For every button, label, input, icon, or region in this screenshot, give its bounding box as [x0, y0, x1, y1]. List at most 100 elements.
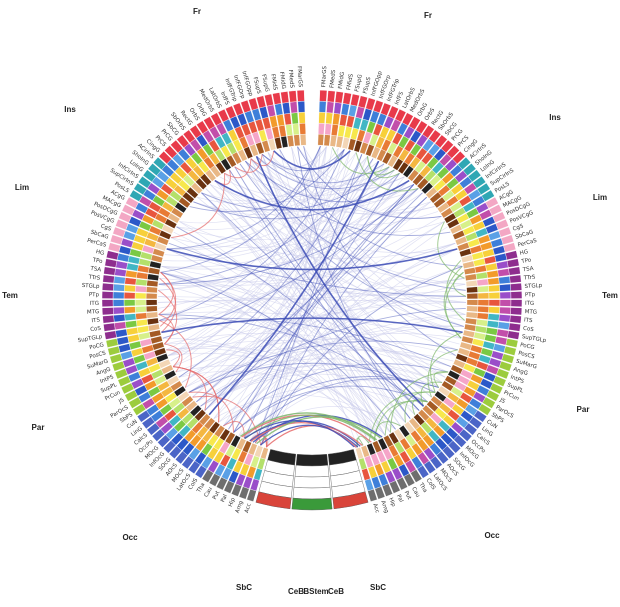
segment-left-39-ring-5 — [101, 299, 114, 307]
lobe-label-sbc-left: SbC — [236, 583, 252, 592]
segment-left-35-ring-3 — [125, 270, 138, 279]
segment-left-55-ring-5 — [141, 416, 156, 430]
segment-left-56-ring-5 — [146, 422, 161, 436]
faint-edge-119 — [205, 188, 406, 423]
faint-edge-38 — [196, 349, 454, 403]
segment-left-41-ring-1 — [146, 311, 159, 319]
strong-edge-4 — [208, 160, 380, 416]
segment-left-54-ring-5 — [136, 409, 151, 423]
segment-left-36-ring-2 — [135, 278, 148, 287]
faint-edge-121 — [158, 314, 381, 439]
highlighted-edges-layer — [158, 146, 467, 449]
region-label-right-68: Pal — [395, 494, 404, 504]
inter-edge-25 — [196, 192, 423, 403]
faint-edge-103 — [267, 152, 462, 339]
segment-left-46-ring-5 — [109, 353, 123, 364]
segment-right-39-ring-3 — [488, 299, 501, 307]
region-label-left-37: STGLp — [82, 283, 101, 290]
segment-left-34-ring-2 — [137, 264, 150, 274]
inter-edge-13 — [160, 271, 396, 430]
segment-right-20-ring-5 — [457, 156, 472, 170]
segment-right-26-ring-5 — [485, 196, 499, 209]
faint-edge-132 — [273, 150, 405, 191]
inter-edge-8 — [193, 172, 400, 220]
segment-left-39-ring-3 — [123, 299, 136, 307]
segment-right-42-ring-3 — [486, 320, 499, 329]
segment-right-35-ring-2 — [475, 271, 488, 280]
segment-right-63-ring-5 — [423, 460, 437, 475]
segment-right-45-ring-5 — [503, 345, 517, 356]
region-label-right-44: PoCG — [520, 342, 536, 351]
region-label-left-46: SuMarG — [86, 359, 108, 371]
segment-right-4-ring-4 — [348, 104, 358, 118]
region-label-left-36: TTrS — [87, 274, 101, 281]
intra-right-edge-11 — [355, 152, 419, 192]
faint-edge-122 — [213, 394, 396, 430]
inter-edge-28 — [168, 242, 466, 297]
segment-right-37-ring-2 — [477, 285, 490, 293]
segment-left-12-ring-5 — [203, 116, 216, 130]
inter-edge-14 — [260, 265, 463, 446]
region-label-left-48: IntPS — [99, 374, 115, 385]
segment-right-64-ring-5 — [416, 464, 430, 479]
faint-edge-66 — [260, 166, 390, 446]
faint-edge-90 — [168, 340, 446, 378]
segment-right-34-ring-5 — [506, 258, 520, 268]
region-label-right-66: Cau — [410, 486, 420, 498]
intra-right-edge-12 — [437, 221, 465, 279]
segment-left-43-ring-2 — [136, 325, 150, 334]
segment-midline-1-ring-3 — [293, 475, 331, 489]
region-label-left-41: ITS — [91, 317, 101, 324]
midline-edge-6 — [259, 424, 359, 448]
region-label-right-41: ITS — [524, 317, 534, 324]
segment-right-1-ring-3 — [325, 112, 334, 125]
lobe-label-lim-right: Lim — [593, 193, 607, 202]
segment-left-3-ring-5 — [272, 92, 282, 105]
segment-right-9-ring-5 — [387, 105, 399, 119]
lobe-label-fr-right: Fr — [424, 11, 432, 20]
segment-left-17-ring-5 — [170, 139, 184, 154]
segment-right-46-ring-5 — [501, 353, 515, 364]
region-label-left-31: SbCaG — [90, 229, 109, 240]
segment-left-33-ring-5 — [106, 250, 119, 261]
region-label-left-1: FMedS — [287, 70, 295, 89]
region-label-right-35: TSA — [522, 266, 535, 274]
region-label-right-47: AngG — [512, 367, 528, 378]
segment-left-3-ring-2 — [278, 124, 287, 138]
inter-edge-10 — [201, 192, 428, 403]
segment-left-63-ring-5 — [187, 460, 201, 475]
segment-left-19-ring-5 — [158, 150, 172, 165]
segment-left-40-ring-5 — [101, 307, 114, 316]
segment-left-4-ring-4 — [266, 104, 276, 118]
segment-right-70-ring-5 — [374, 486, 386, 500]
region-label-right-51: JS — [498, 397, 507, 405]
segment-right-31-ring-5 — [500, 234, 514, 245]
lobe-label-occ-left: Occ — [122, 533, 138, 542]
faint-edge-94 — [214, 180, 445, 235]
faint-edge-136 — [223, 148, 339, 427]
segment-left-39-ring-4 — [112, 299, 125, 307]
segment-right-47-ring-5 — [498, 360, 513, 372]
intra-left-edge-9 — [173, 366, 220, 423]
faint-edge-41 — [162, 337, 370, 444]
region-label-left-9: InfFS — [219, 91, 230, 106]
segment-left-0-ring-5 — [296, 89, 305, 102]
segment-left-41-ring-2 — [135, 312, 148, 320]
segment-right-42-ring-2 — [475, 319, 489, 327]
region-label-right-0: FMarGS — [321, 65, 328, 87]
segment-left-0-ring-3 — [298, 111, 306, 124]
segment-left-11-ring-5 — [210, 112, 223, 126]
inter-edge-41 — [261, 153, 385, 184]
faint-edge-89 — [279, 149, 401, 427]
segment-right-38-ring-3 — [488, 292, 501, 299]
inter-edge-32 — [160, 146, 321, 273]
segment-left-38-ring-1 — [145, 292, 158, 300]
segment-midline-1-ring-2 — [294, 465, 330, 478]
region-label-left-71: Acc — [244, 503, 253, 514]
faint-edge-79 — [176, 188, 419, 241]
segment-right-39-ring-1 — [466, 299, 479, 306]
faint-edge-85 — [201, 192, 358, 448]
segment-right-54-ring-5 — [473, 409, 488, 423]
segment-right-2-ring-1 — [329, 134, 338, 147]
lobe-label-sbc-right: SbC — [370, 583, 386, 592]
